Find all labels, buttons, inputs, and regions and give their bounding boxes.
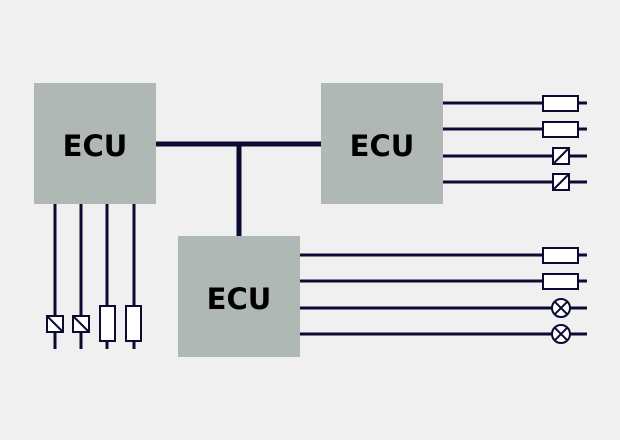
resistor-icon [542, 95, 579, 112]
ecu-label: ECU [63, 129, 128, 163]
sensor-icon [552, 147, 570, 165]
ecu-box-left: ECU [34, 83, 156, 204]
resistor-icon [542, 273, 579, 290]
ecu-box-bottom: ECU [178, 236, 300, 357]
bottom-ecu-components [542, 247, 579, 344]
right-ecu-components [542, 95, 579, 191]
ecu-box-right: ECU [321, 83, 443, 204]
sensor-icon [46, 315, 64, 333]
ecu-label: ECU [207, 282, 272, 316]
lamp-icon [551, 298, 571, 318]
resistor-icon [542, 121, 579, 138]
sensor-icon [72, 315, 90, 333]
ecu-label: ECU [350, 129, 415, 163]
sensor-icon [552, 173, 570, 191]
bottom-ecu-wires [300, 253, 587, 336]
lamp-icon [551, 324, 571, 344]
resistor-icon [125, 305, 142, 342]
resistor-icon [99, 305, 116, 342]
resistor-icon [542, 247, 579, 264]
left-ecu-components [46, 305, 142, 342]
bus-lines [155, 141, 322, 237]
